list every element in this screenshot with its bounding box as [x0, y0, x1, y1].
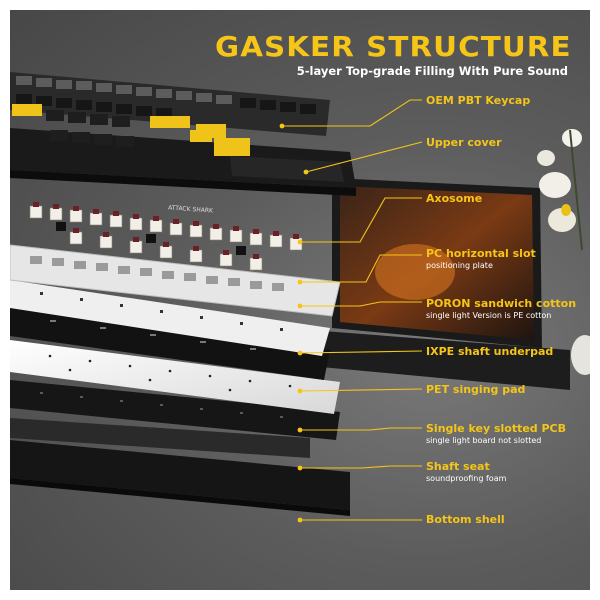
layer-sublabel-pc-plate: positioning plate	[426, 261, 493, 270]
pc-plate-layer	[10, 244, 341, 317]
callout-line-keycap	[282, 99, 422, 127]
layer-sublabel-poron: single light Version is PE cotton	[426, 311, 552, 320]
keyboard-exploded-view	[10, 72, 590, 516]
layer-label-keycap: OEM PBT Keycap	[426, 94, 531, 107]
callout-dot-plate	[297, 279, 303, 285]
callout-line-pcb	[300, 427, 422, 431]
callout-lines	[279, 99, 423, 523]
callout-line-cover	[305, 141, 423, 173]
callout-line-plate	[300, 254, 422, 283]
pet-pad-layer	[10, 340, 340, 414]
keycaps-layer	[10, 72, 330, 156]
page-subtitle: 5-layer Top-grade Filling With Pure Soun…	[296, 64, 568, 78]
callout-dot-bottom	[297, 517, 303, 523]
layer-label-poron: PORON sandwich cotton	[426, 297, 577, 310]
callout-dot-pet	[297, 388, 303, 394]
layer-label-bottom-shell: Bottom shell	[426, 513, 505, 526]
background-tablet	[310, 178, 570, 390]
shaft-seat-foam-layer	[10, 418, 310, 458]
switches-layer	[29, 202, 303, 271]
pcb-layer	[10, 380, 340, 440]
callout-line-pet	[299, 388, 423, 392]
layer-sublabel-shaft-seat: soundproofing foam	[426, 474, 507, 483]
layer-label-pcb: Single key slotted PCB	[426, 422, 567, 435]
callout-dot-axosome	[297, 239, 303, 245]
bottom-shell-layer	[10, 440, 350, 510]
layer-label-pet: PET singing pad	[426, 383, 526, 396]
callout-dot-ixpe	[297, 350, 303, 356]
layer-sublabel-pcb: single light board not slotted	[426, 436, 542, 445]
layer-label-upper-cover: Upper cover	[426, 136, 502, 149]
callout-line-poron	[300, 301, 422, 307]
callout-line-axosome	[300, 197, 422, 243]
callout-line-seat	[300, 465, 422, 469]
layer-label-pc-plate: PC horizontal slot	[426, 247, 536, 260]
callout-dot-poron	[297, 303, 303, 309]
page-title: GASKER STRUCTURE	[215, 30, 572, 63]
layer-label-axosome: Axosome	[426, 192, 483, 205]
poron-cotton-layer	[10, 280, 330, 356]
ixpe-underpad-layer	[10, 306, 330, 380]
orchid-flowers-decoration	[537, 129, 590, 375]
product-infographic: ATTACK SHARK GASKER STRUCTURE 5-layer To…	[10, 10, 590, 590]
layer-label-shaft-seat: Shaft seat	[426, 460, 490, 473]
callout-line-ixpe	[299, 350, 423, 354]
callout-dot-cover	[303, 169, 309, 175]
layer-label-ixpe: IXPE shaft underpad	[426, 345, 554, 358]
callout-dot-keycap	[279, 123, 285, 129]
callout-dot-seat	[297, 465, 303, 471]
callout-dot-pcb	[297, 427, 303, 433]
